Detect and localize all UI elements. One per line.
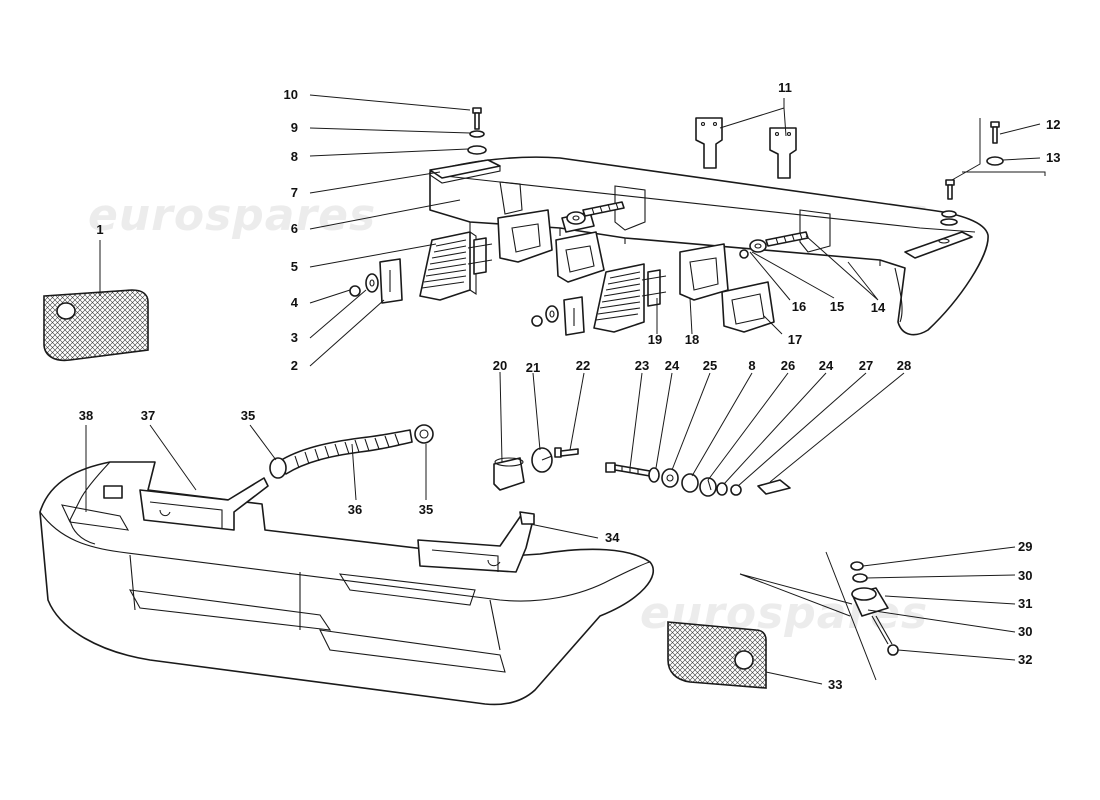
callout-25: 25 [703, 358, 717, 373]
callout-24-right: 24 [819, 358, 834, 373]
callout-8-row: 8 [748, 358, 755, 373]
grille-33 [667, 621, 767, 689]
callout-5: 5 [291, 259, 298, 274]
callout-35-left: 35 [241, 408, 255, 423]
mounting-plate-right [904, 231, 973, 259]
callout-9: 9 [291, 120, 298, 135]
shock-absorber-left [349, 209, 553, 304]
callout-14: 14 [871, 300, 886, 315]
callout-26: 26 [781, 358, 795, 373]
callout-19: 19 [648, 332, 662, 347]
callout-37: 37 [141, 408, 155, 423]
watermark-top-left: eurospares [88, 190, 376, 241]
callout-labels: 10 9 8 7 6 5 4 3 2 1 11 12 13 14 15 16 1… [79, 80, 1061, 692]
bolt-10-assembly [467, 107, 487, 155]
callout-34: 34 [605, 530, 620, 545]
bracket-37 [103, 477, 269, 531]
callout-20: 20 [493, 358, 507, 373]
hardware-row [605, 462, 791, 497]
callout-27: 27 [859, 358, 873, 373]
callout-33: 33 [828, 677, 842, 692]
callout-2: 2 [291, 358, 298, 373]
callout-35-right: 35 [419, 502, 433, 517]
callout-28: 28 [897, 358, 911, 373]
bracket-34 [417, 511, 535, 573]
callout-24-left: 24 [665, 358, 680, 373]
callout-13: 13 [1046, 150, 1060, 165]
callout-7: 7 [291, 185, 298, 200]
callout-38: 38 [79, 408, 93, 423]
leader-lines [85, 94, 1046, 685]
callout-10: 10 [284, 87, 298, 102]
callout-30-top: 30 [1018, 568, 1032, 583]
callout-4: 4 [291, 295, 299, 310]
callout-8-top: 8 [291, 149, 298, 164]
callout-18: 18 [685, 332, 699, 347]
bracket-11 [695, 117, 797, 179]
callout-11: 11 [778, 80, 792, 95]
shock-absorber-right [531, 231, 809, 336]
callout-17: 17 [788, 332, 802, 347]
callout-29: 29 [1018, 539, 1032, 554]
grille-1 [43, 289, 149, 362]
callout-6: 6 [291, 221, 298, 236]
callout-32: 32 [1018, 652, 1032, 667]
callout-36: 36 [348, 502, 362, 517]
callout-16: 16 [792, 299, 806, 314]
callout-23: 23 [635, 358, 649, 373]
callout-1: 1 [96, 222, 103, 237]
callout-3: 3 [291, 330, 298, 345]
lower-bumper [39, 461, 655, 706]
callout-21: 21 [526, 360, 540, 375]
bushing-set [493, 447, 579, 491]
hose-36 [269, 424, 434, 479]
callout-15: 15 [830, 299, 844, 314]
callout-30-bottom: 30 [1018, 624, 1032, 639]
center-bracket [555, 201, 625, 283]
callout-31: 31 [1018, 596, 1032, 611]
callout-12: 12 [1046, 117, 1060, 132]
bolt-12-assembly [940, 121, 1004, 226]
callout-22: 22 [576, 358, 590, 373]
